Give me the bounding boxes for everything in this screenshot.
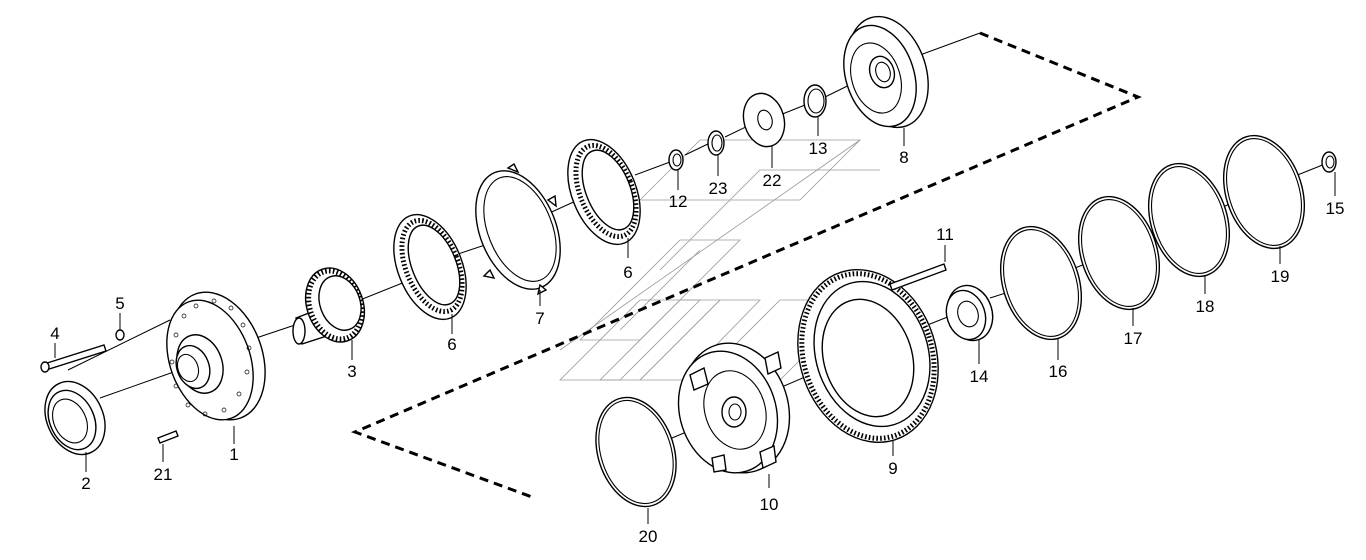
callout-2: 2 — [81, 474, 90, 493]
callout-10: 10 — [760, 495, 779, 514]
part-20-o-ring — [595, 396, 677, 508]
callout-23: 23 — [709, 179, 728, 198]
part-1-housing — [166, 291, 266, 421]
part-7-steel-plate — [475, 162, 561, 296]
part-14-bearing — [945, 284, 994, 342]
callout-15: 15 — [1326, 199, 1345, 218]
part-10-carrier — [677, 342, 791, 474]
callout-9: 9 — [888, 459, 897, 478]
part-16-ring — [999, 225, 1083, 341]
part-11-pin — [889, 263, 947, 291]
callout-6-right: 6 — [623, 263, 632, 282]
callout-12: 12 — [669, 192, 688, 211]
callout-19: 19 — [1271, 267, 1290, 286]
callout-13: 13 — [809, 139, 828, 158]
callout-7: 7 — [535, 309, 544, 328]
part-9-ring-gear — [797, 269, 939, 443]
assembly-boundary — [350, 31, 1142, 499]
part-13-snap-ring — [803, 84, 827, 118]
part-3-shaft-gear — [292, 267, 366, 345]
part-23-ring — [707, 130, 725, 156]
part-4-bolt — [40, 344, 107, 373]
part-5-washer — [115, 329, 125, 341]
part-6-friction-disc-right — [567, 138, 641, 246]
part-8-piston-drum — [843, 15, 929, 129]
callout-16: 16 — [1049, 362, 1068, 381]
callout-20: 20 — [639, 527, 658, 546]
part-12-bearing — [668, 149, 684, 171]
part-21-pin — [157, 430, 179, 444]
callout-4: 4 — [50, 324, 59, 343]
callout-18: 18 — [1196, 297, 1215, 316]
leader-lines — [54, 116, 1336, 524]
callout-3: 3 — [347, 362, 356, 381]
part-2-seal — [44, 380, 106, 456]
part-19-ring — [1222, 134, 1306, 250]
callout-17: 17 — [1124, 329, 1143, 348]
part-15-ring — [1321, 151, 1337, 173]
part-6-friction-disc-left — [393, 213, 467, 321]
callout-14: 14 — [970, 367, 989, 386]
callout-8: 8 — [899, 148, 908, 167]
callout-5: 5 — [115, 294, 124, 313]
callout-21: 21 — [154, 465, 173, 484]
callout-6-left: 6 — [447, 335, 456, 354]
callout-labels: 1 2 3 4 5 6 6 7 8 9 10 11 12 13 14 15 16… — [50, 139, 1344, 546]
callout-1: 1 — [229, 445, 238, 464]
part-17-ring — [1077, 195, 1161, 311]
part-18-ring — [1147, 162, 1231, 278]
callout-11: 11 — [936, 225, 954, 244]
part-22-thrust-washer — [742, 92, 786, 148]
callout-22: 22 — [763, 171, 782, 190]
